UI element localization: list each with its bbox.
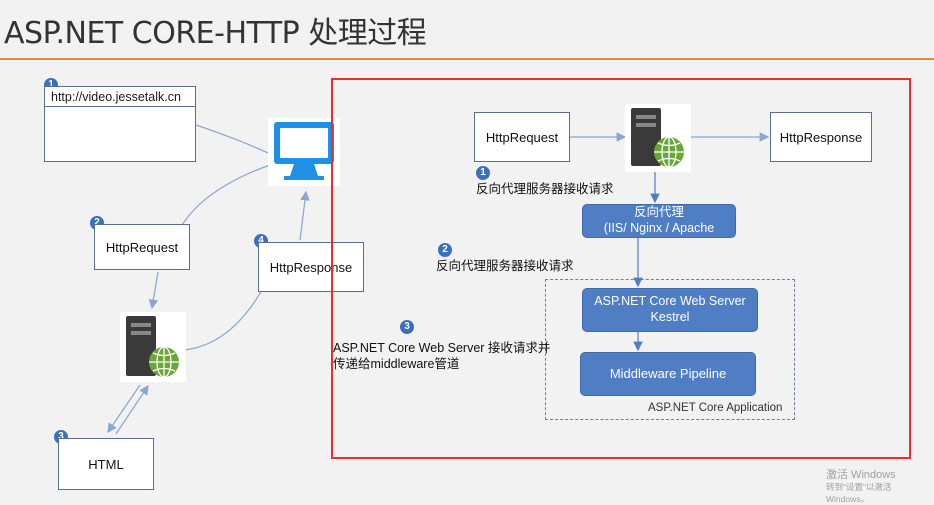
response-to-monitor-line (299, 190, 310, 241)
step-badge: 3 (400, 320, 414, 334)
url-bar: http://video.jessetalk.cn (45, 87, 195, 107)
monitor-icon (268, 118, 340, 186)
middleware-pipeline-box: Middleware Pipeline (580, 352, 756, 396)
highlight-frame (331, 78, 911, 459)
step2-note: 反向代理服务器接收请求 (436, 259, 574, 273)
html-box: HTML (58, 438, 154, 490)
kestrel-sub: Kestrel (650, 310, 690, 324)
aspnet-core-application-label: ASP.NET Core Application (648, 402, 783, 414)
monitor-to-request-line (177, 164, 271, 233)
aspnet-core-application-frame (545, 279, 795, 420)
activation-watermark-hint: 转到"设置"以激活 Windows。 (826, 482, 892, 504)
title-divider (0, 58, 934, 60)
http-response-box: HttpResponse (258, 242, 364, 292)
url-to-monitor-line (195, 124, 269, 154)
html-to-server-line (115, 385, 149, 435)
reverse-proxy-servers: (IIS/ Nginx / Apache (603, 221, 715, 235)
kestrel-title: ASP.NET Core Web Server (594, 294, 746, 309)
page-title: ASP.NET CORE-HTTP 处理过程 (4, 16, 427, 51)
step-badge: 1 (476, 166, 490, 180)
step3-line2: 传递给middleware管道 (333, 357, 460, 371)
server-to-html-line (107, 384, 141, 433)
step1-note: 反向代理服务器接收请求 (476, 182, 614, 196)
kestrel-box: ASP.NET Core Web Server Kestrel (582, 288, 758, 332)
browser-window: http://video.jessetalk.cn (44, 86, 196, 162)
proxy-server-icon (625, 104, 691, 172)
reverse-proxy-title: 反向代理 (633, 205, 684, 220)
step-badge: 2 (438, 243, 452, 257)
server-icon (120, 312, 186, 382)
http-request-box-right: HttpRequest (474, 112, 570, 162)
http-response-box-right: HttpResponse (770, 112, 872, 162)
http-request-box: HttpRequest (94, 224, 190, 270)
activation-watermark-title: 激活 Windows (826, 469, 896, 481)
step3-line1: ASP.NET Core Web Server 接收请求并 (333, 341, 551, 355)
server-to-response-line (183, 289, 263, 351)
reverse-proxy-box: 反向代理 (IIS/ Nginx / Apache (582, 204, 736, 238)
step3-note: ASP.NET Core Web Server 接收请求并 传递给middlew… (333, 340, 550, 372)
request-to-server-line (148, 271, 159, 310)
